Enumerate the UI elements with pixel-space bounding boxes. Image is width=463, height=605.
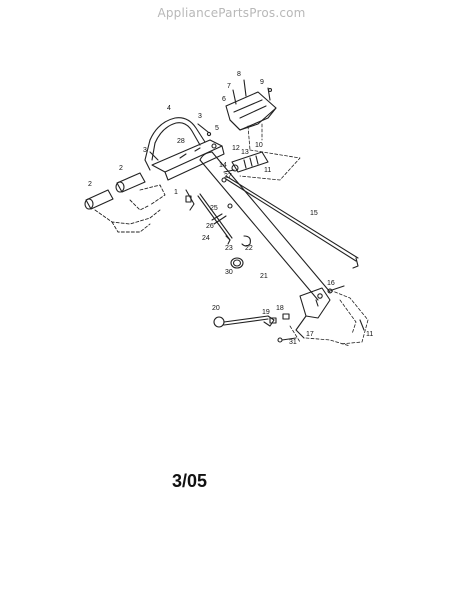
phantom-handle-base <box>94 184 166 233</box>
callout-10: 10 <box>255 142 263 149</box>
shift-lever <box>223 151 269 173</box>
callout-2a: 2 <box>88 181 92 188</box>
handle-crossbar <box>151 139 225 181</box>
callout-27: 27 <box>224 173 232 180</box>
callout-16: 16 <box>327 280 335 287</box>
callout-28: 28 <box>177 138 185 145</box>
callout-13: 13 <box>241 149 249 156</box>
callout-5: 5 <box>215 125 219 132</box>
callout-31: 31 <box>289 339 297 346</box>
callout-4: 4 <box>167 105 171 112</box>
clip-22 <box>241 235 251 247</box>
callout-25: 25 <box>210 205 218 212</box>
cable-ring <box>230 257 244 269</box>
phantom-lower-frame <box>289 289 369 347</box>
screws-3 <box>149 123 212 161</box>
shift-rod-knob <box>213 315 275 328</box>
control-rod <box>225 175 359 269</box>
callout-23: 23 <box>225 245 233 252</box>
main-handle-tube <box>199 151 331 301</box>
callout-3a: 3 <box>143 147 147 154</box>
callout-7: 7 <box>227 83 231 90</box>
callout-11b: 11 <box>366 331 373 338</box>
callout-11a: 11 <box>264 167 271 174</box>
handlebar-loop <box>144 117 206 171</box>
callout-30: 30 <box>225 269 233 276</box>
callout-19: 19 <box>262 309 270 316</box>
callout-22: 22 <box>245 245 253 252</box>
callout-3b: 3 <box>198 113 202 120</box>
callout-24: 24 <box>202 235 210 242</box>
callout-2b: 2 <box>119 165 123 172</box>
callout-labels: 2 2 3 3 4 5 6 7 8 9 10 11 12 13 14 15 16… <box>88 71 373 346</box>
callout-9: 9 <box>260 79 264 86</box>
callout-8: 8 <box>237 71 241 78</box>
callout-17: 17 <box>306 331 314 338</box>
callout-20: 20 <box>212 305 220 312</box>
callout-15: 15 <box>310 210 318 217</box>
watermark-header: AppliancePartsPros.com <box>157 6 306 20</box>
callout-12: 12 <box>232 145 240 152</box>
lower-mount <box>295 287 331 339</box>
guide-lines-control <box>239 123 301 181</box>
callout-21: 21 <box>260 273 268 280</box>
callout-6: 6 <box>222 96 226 103</box>
bolts-lower <box>327 285 365 331</box>
bolts-mid <box>269 313 297 343</box>
screws-top <box>232 79 273 105</box>
callout-1: 1 <box>174 189 178 196</box>
callout-26: 26 <box>206 223 214 230</box>
control-box <box>225 91 277 131</box>
small-parts <box>185 177 233 245</box>
grip-tube-left <box>84 189 114 210</box>
date-code: 3/05 <box>172 471 208 491</box>
callout-14: 14 <box>219 162 227 169</box>
callout-18: 18 <box>276 305 284 312</box>
grip-tube-right <box>115 172 146 193</box>
